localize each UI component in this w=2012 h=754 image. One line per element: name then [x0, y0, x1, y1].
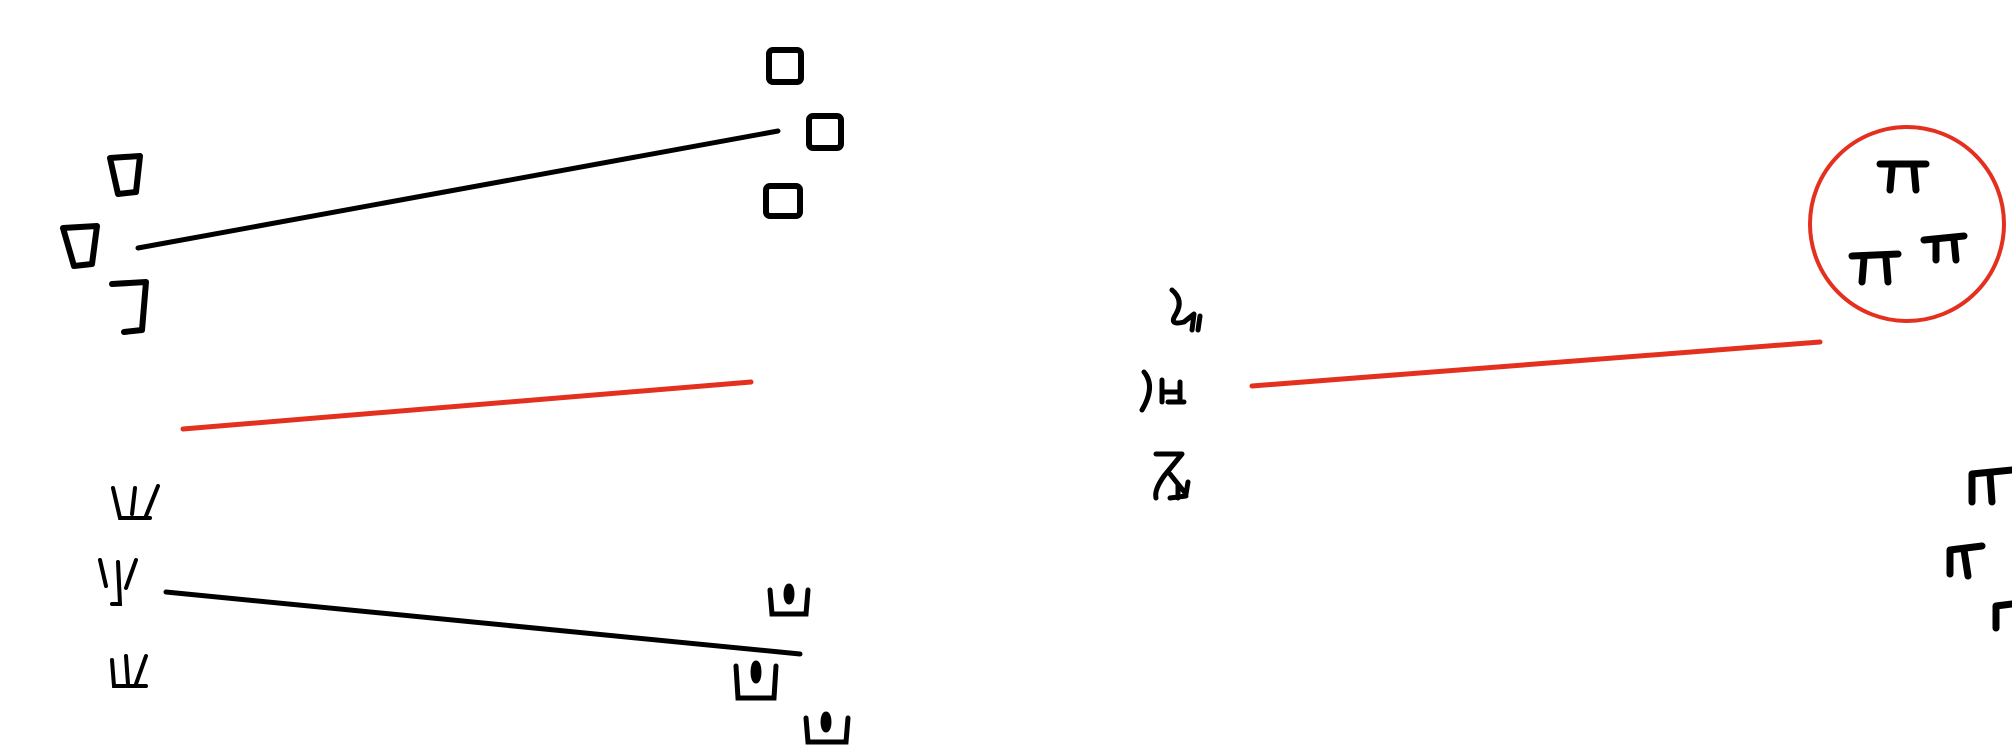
- crown-glyph-2-dot: [753, 663, 759, 681]
- crown-glyph-cluster: [736, 586, 848, 742]
- cup-glyph-1: [110, 156, 140, 194]
- arch-glyph-2: [1950, 546, 1982, 576]
- square-glyph-3: [766, 186, 800, 216]
- fork-glyph-1: [113, 486, 158, 518]
- fork-glyph-2: [100, 560, 136, 604]
- script-glyph-1: [1172, 290, 1200, 330]
- connector-line-top: [135, 128, 781, 251]
- arch-glyph-1: [1972, 470, 2012, 502]
- square-glyph-1: [769, 50, 801, 82]
- highlight-line-left: [180, 379, 754, 432]
- crown-glyph-3-dot: [823, 714, 829, 730]
- cup-glyph-2: [63, 226, 97, 266]
- connector-line-bottom: [163, 589, 803, 657]
- square-glyph-2: [809, 116, 841, 148]
- pi-glyph-3: [1924, 236, 1964, 260]
- cup-glyph-3: [112, 282, 146, 332]
- crown-glyph-2: [736, 666, 776, 698]
- pi-glyph-1: [1880, 164, 1926, 190]
- script-glyph-2: [1142, 372, 1184, 410]
- highlight-line-right: [1249, 339, 1823, 389]
- cup-glyph-cluster: [63, 156, 146, 332]
- pi-glyph-cluster: [1852, 164, 1964, 282]
- crown-glyph-1-dot: [786, 586, 792, 602]
- arch-glyph-cluster: [1950, 470, 2012, 628]
- fork-glyph-3: [112, 656, 146, 686]
- crown-glyph-1: [770, 590, 808, 614]
- square-glyph-cluster: [766, 50, 841, 216]
- pi-glyph-2: [1852, 254, 1898, 282]
- highlight-circle: [1808, 125, 2006, 323]
- script-glyph-cluster: [1142, 290, 1200, 498]
- script-glyph-3: [1156, 454, 1188, 498]
- fork-glyph-cluster: [100, 486, 158, 686]
- crown-glyph-3: [806, 718, 848, 742]
- arch-glyph-3: [1996, 604, 2012, 628]
